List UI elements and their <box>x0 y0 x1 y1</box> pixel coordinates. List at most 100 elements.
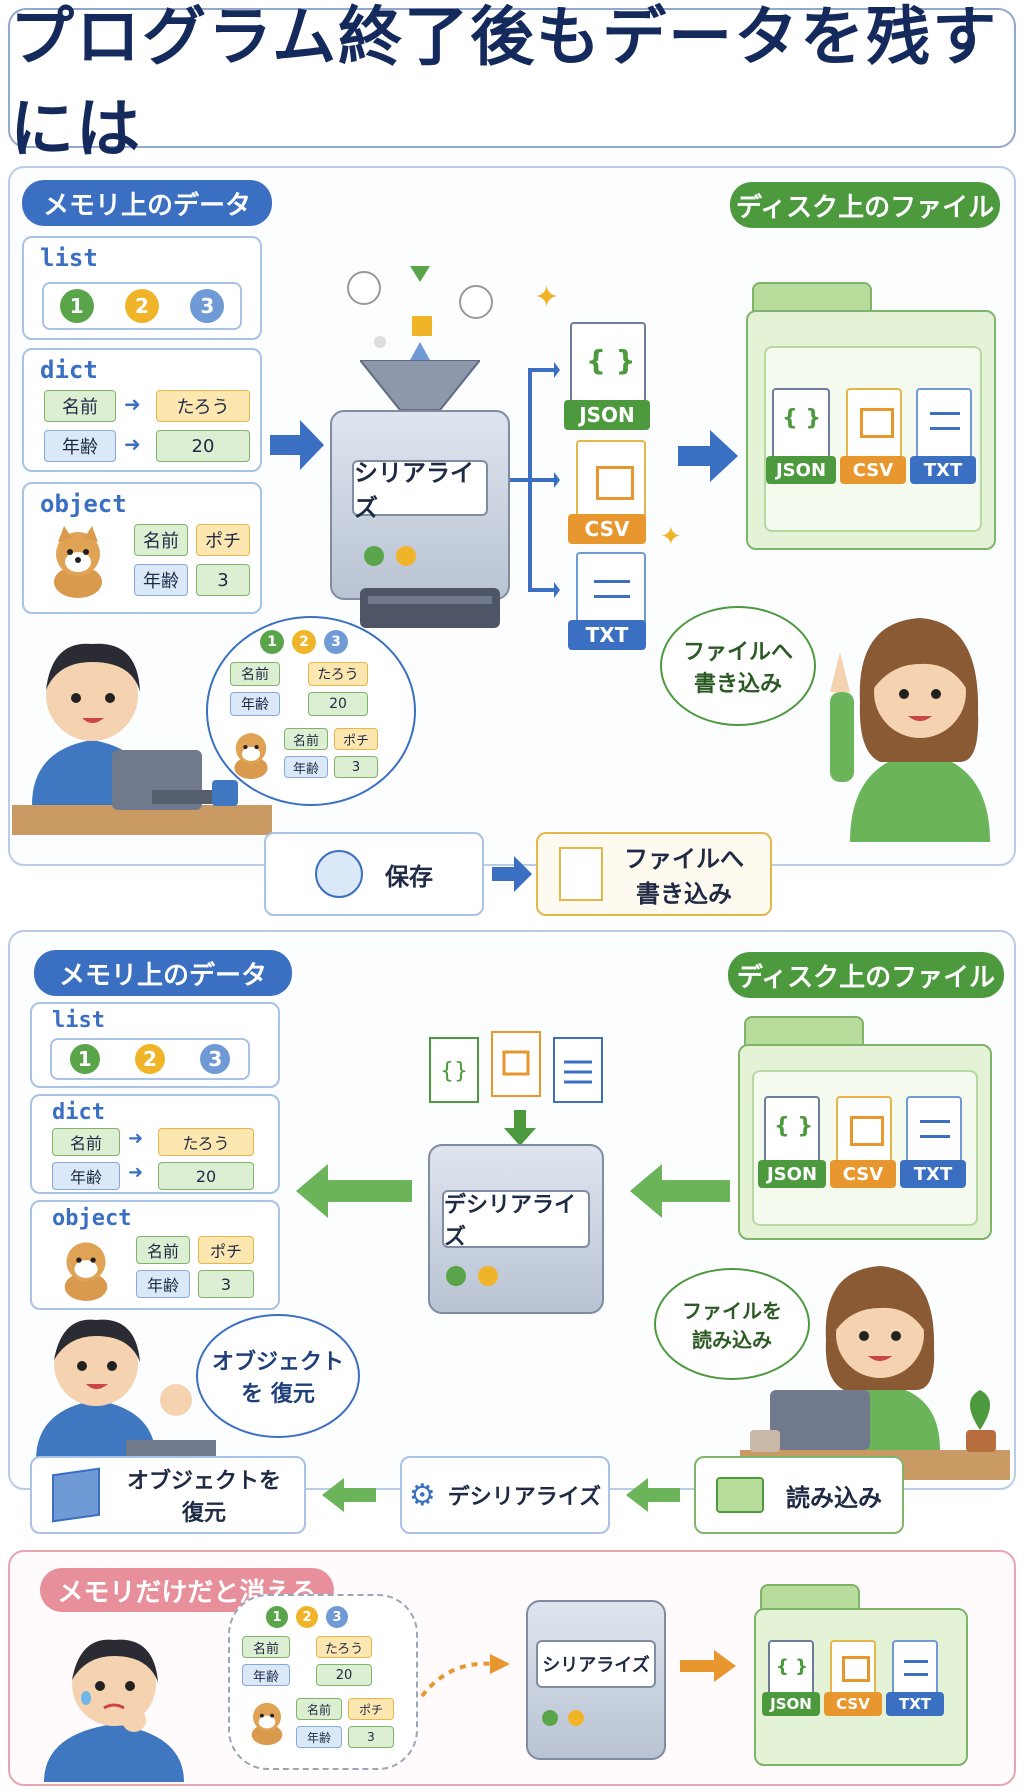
object-key-age: 年齢 <box>136 1270 190 1298</box>
boy-illustration <box>12 600 272 840</box>
list-item-3: 3 <box>200 1044 231 1074</box>
list-item-3: 3 <box>190 289 225 323</box>
object-value-age: 3 <box>196 564 250 596</box>
dog-icon <box>54 1234 118 1304</box>
bubble-object-value-age: 3 <box>334 756 378 778</box>
object-value-name: ポチ <box>198 1236 254 1264</box>
serialize-machine-label: シリアライズ <box>352 459 488 522</box>
read-file-step-label: 読み込み <box>786 1483 882 1512</box>
arrow-left-icon <box>322 1478 376 1512</box>
object-card: object 名前 ポチ 年齢 3 <box>22 482 262 614</box>
object-key-age: 年齢 <box>134 564 188 596</box>
csv-file-icon <box>830 1640 876 1698</box>
list-item-2: 2 <box>124 289 159 323</box>
boy-illustration <box>26 1300 226 1460</box>
arrow-right-icon <box>270 420 324 470</box>
csv-file-icon <box>846 388 902 460</box>
dict-value-age: 20 <box>156 430 250 462</box>
dotted-arrow-icon <box>420 1646 510 1706</box>
disk-file-tag: ディスク上のファイル <box>728 952 1004 998</box>
json-label: JSON <box>564 400 650 430</box>
memory-thought-bubble: 1 2 3 名前 たろう 年齢 20 名前 ポチ 年齢 3 <box>206 616 416 806</box>
data-shapes-icon <box>340 262 500 362</box>
sparkle-icon: ✦ <box>534 280 560 315</box>
list-label: list <box>52 1008 105 1033</box>
bubble-item-2: 2 <box>292 630 316 654</box>
json-file-icon: { } <box>768 1640 814 1698</box>
list-item-1: 1 <box>69 1044 100 1074</box>
json-label: JSON <box>766 456 836 484</box>
fading-memory-cloud: 1 2 3 名前 たろう 年齢 20 名前 ポチ 年齢 3 <box>228 1594 418 1770</box>
arrow-right-icon <box>678 430 738 482</box>
dict-key-age: 年齢 <box>44 430 116 462</box>
json-file-icon: { } <box>570 322 646 412</box>
arrow-icon: ➜ <box>128 1162 144 1183</box>
txt-file-icon <box>916 388 972 460</box>
arrow-icon: ➜ <box>124 432 141 456</box>
cloud-dict-key-age: 年齢 <box>242 1664 290 1686</box>
arrow-right-icon <box>680 1650 736 1682</box>
arrow-icon: ➜ <box>128 1128 144 1149</box>
txt-label: TXT <box>910 456 976 484</box>
girl-speech-bubble: ファイルを 読み込み <box>654 1268 810 1380</box>
bubble-item-1: 1 <box>260 630 284 654</box>
cloud-dict-value-age: 20 <box>316 1664 372 1686</box>
disk-file-tag: ディスク上のファイル <box>730 182 1000 228</box>
bubble-dict-key-age: 年齢 <box>230 692 280 716</box>
object-value-age: 3 <box>198 1270 254 1298</box>
bubble-item-3: 3 <box>324 630 348 654</box>
write-file-step: ファイルへ 書き込み <box>536 832 772 916</box>
sparkle-icon: ✦ <box>660 522 682 552</box>
memory-data-tag: メモリ上のデータ <box>34 950 292 996</box>
bubble-dict-value-age: 20 <box>308 692 368 716</box>
csv-file-icon <box>576 440 646 524</box>
list-card: list 1 2 3 <box>30 1002 280 1088</box>
dict-label: dict <box>40 356 98 384</box>
brain-icon <box>315 850 363 898</box>
dict-card: dict 名前 ➜ たろう 年齢 ➜ 20 <box>30 1094 280 1194</box>
list-card: list 1 2 3 <box>22 236 262 340</box>
save-step-label: 保存 <box>385 862 433 891</box>
list-item-1: 1 <box>59 289 94 323</box>
json-file-icon: { } <box>772 388 830 460</box>
girl-illustration <box>810 592 1010 842</box>
dict-key-name: 名前 <box>44 390 116 422</box>
boy-speech-bubble: オブジェクトを 復元 <box>196 1314 360 1438</box>
cloud-dict-value-name: たろう <box>316 1636 372 1658</box>
txt-label: TXT <box>900 1160 966 1188</box>
arrow-right-icon <box>492 856 532 892</box>
dog-icon <box>244 1696 290 1748</box>
girl-illustration <box>740 1240 1010 1480</box>
cloud-item-3: 3 <box>326 1606 348 1628</box>
pencil-document-icon <box>559 847 603 901</box>
dict-label: dict <box>52 1100 105 1125</box>
folder-icon <box>716 1477 764 1513</box>
bubble-dict-key-name: 名前 <box>230 662 280 686</box>
object-label: object <box>52 1206 132 1231</box>
conveyor-icon <box>360 578 500 634</box>
cloud-dict-key-name: 名前 <box>242 1636 290 1658</box>
object-key-name: 名前 <box>136 1236 190 1264</box>
txt-label: TXT <box>568 620 646 650</box>
cloud-object-key-age: 年齢 <box>296 1726 342 1748</box>
cube-icon <box>52 1467 100 1523</box>
cloud-object-key-name: 名前 <box>296 1698 342 1720</box>
csv-label: CSV <box>824 1692 882 1716</box>
serialize-machine-label: シリアライズ <box>536 1640 656 1688</box>
machine-indicator-icon <box>362 544 422 568</box>
deserialize-step: ⚙ デシリアライズ <box>400 1456 610 1534</box>
deserialize-step-label: デシリアライズ <box>447 1485 602 1510</box>
arrow-left-icon <box>630 1164 730 1218</box>
arrow-icon: ➜ <box>124 392 141 416</box>
txt-label: TXT <box>886 1692 944 1716</box>
dict-value-name: たろう <box>158 1128 254 1156</box>
bubble-object-key-age: 年齢 <box>284 756 328 778</box>
csv-label: CSV <box>840 456 906 484</box>
json-label: JSON <box>762 1692 820 1716</box>
bubble-object-value-name: ポチ <box>334 728 378 750</box>
deserialize-machine-label: デシリアライズ <box>442 1190 590 1250</box>
dict-card: dict 名前 ➜ たろう 年齢 ➜ 20 <box>22 348 262 472</box>
bubble-dict-value-name: たろう <box>308 662 368 686</box>
object-key-name: 名前 <box>134 524 188 556</box>
csv-label: CSV <box>830 1160 896 1188</box>
